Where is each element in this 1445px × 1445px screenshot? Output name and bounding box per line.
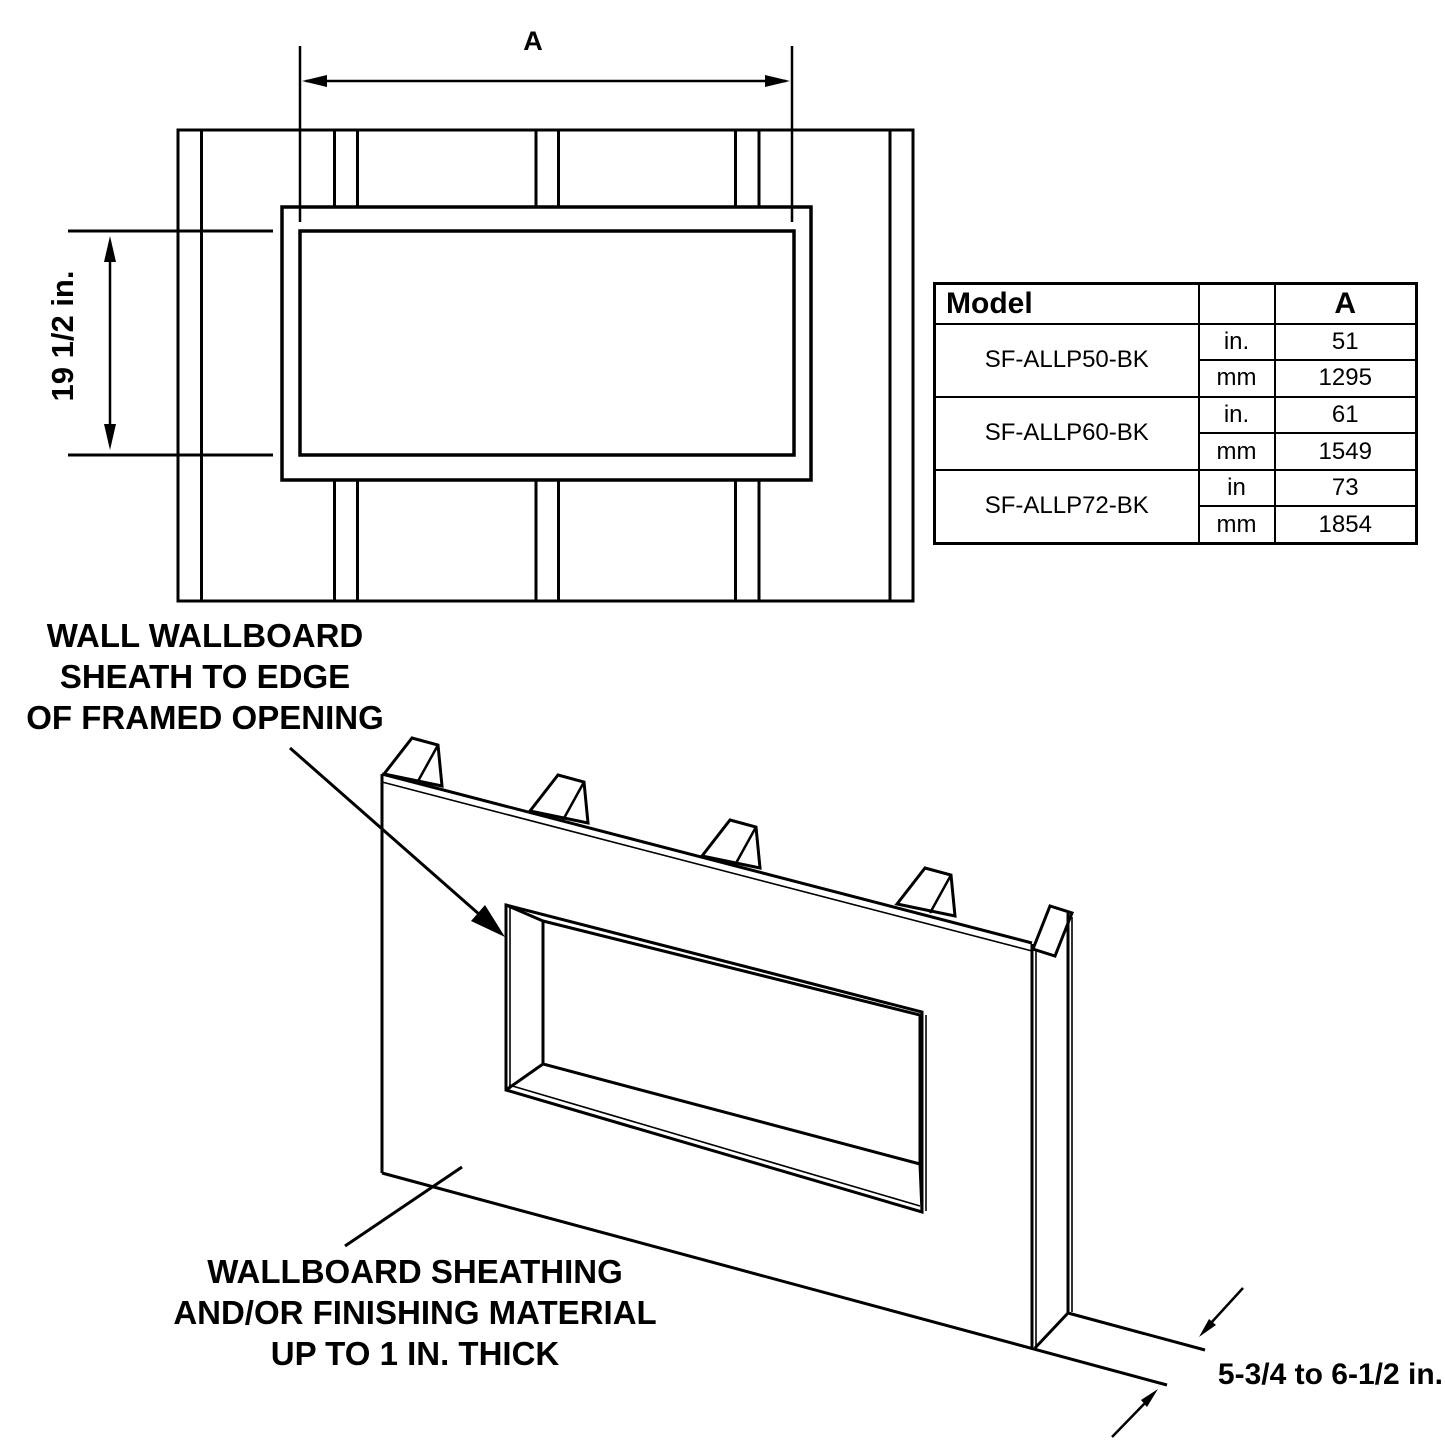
arrowhead-down xyxy=(104,424,116,450)
unit-cell: in. xyxy=(1197,322,1276,362)
unit-cell: mm xyxy=(1197,505,1276,545)
value-cell: 51 xyxy=(1273,322,1418,362)
model-cell: SF-ALLP60-BK xyxy=(933,395,1200,471)
arrowhead-right xyxy=(765,75,790,87)
arrowhead-up xyxy=(104,236,116,262)
leader-wallboard-sheathing xyxy=(344,1165,463,1248)
value-cell: 1854 xyxy=(1273,505,1418,545)
note-line: SHEATH TO EDGE xyxy=(59,658,351,695)
table-header-a: A xyxy=(1273,282,1418,325)
arrowhead-left xyxy=(302,75,327,87)
opening-recess xyxy=(504,903,927,1215)
dimension-height xyxy=(68,229,273,457)
framing-front-view xyxy=(176,128,915,603)
arrowhead-back xyxy=(1199,1319,1216,1337)
model-cell: SF-ALLP50-BK xyxy=(933,322,1200,398)
value-cell: 61 xyxy=(1273,395,1418,435)
dimension-depth xyxy=(1111,1287,1244,1438)
note-wallboard-sheathing: WALLBOARD SHEATHING AND/OR FINISHING MAT… xyxy=(150,1251,680,1374)
arrowhead-front xyxy=(1141,1389,1158,1407)
note-line: WALL WALLBOARD xyxy=(46,617,364,654)
unit-cell: in xyxy=(1197,468,1276,508)
note-line: WALLBOARD SHEATHING xyxy=(207,1253,623,1290)
top-stud-stubs xyxy=(381,736,957,918)
table-header-unit xyxy=(1197,282,1276,325)
dimension-width xyxy=(298,46,794,222)
framed-opening-inner xyxy=(298,229,796,457)
note-line: OF FRAMED OPENING xyxy=(26,699,384,736)
note-sheath-to-edge: WALL WALLBOARD SHEATH TO EDGE OF FRAMED … xyxy=(0,615,410,738)
value-cell: 1549 xyxy=(1273,432,1418,471)
unit-cell: mm xyxy=(1197,432,1276,471)
dimension-height-label: 19 1/2 in. xyxy=(45,270,80,402)
dimension-depth-label: 5-3/4 to 6-1/2 in. xyxy=(1217,1358,1443,1391)
dimension-width-label: A xyxy=(523,26,543,56)
isometric-view xyxy=(380,736,1206,1387)
note-line: UP TO 1 IN. THICK xyxy=(270,1335,560,1372)
table-header-model: Model xyxy=(933,282,1200,325)
spec-table: Model A SF-ALLP50-BK in. 51 mm 1295 SF-A… xyxy=(933,282,1418,545)
note-line: AND/OR FINISHING MATERIAL xyxy=(173,1294,657,1331)
leader-sheath-to-edge xyxy=(289,746,505,937)
unit-cell: in. xyxy=(1197,395,1276,435)
value-cell: 1295 xyxy=(1273,359,1418,398)
value-cell: 73 xyxy=(1273,468,1418,508)
leader-arrowhead xyxy=(471,905,505,937)
unit-cell: mm xyxy=(1197,359,1276,398)
end-stud xyxy=(1030,904,1206,1352)
model-cell: SF-ALLP72-BK xyxy=(933,468,1200,545)
